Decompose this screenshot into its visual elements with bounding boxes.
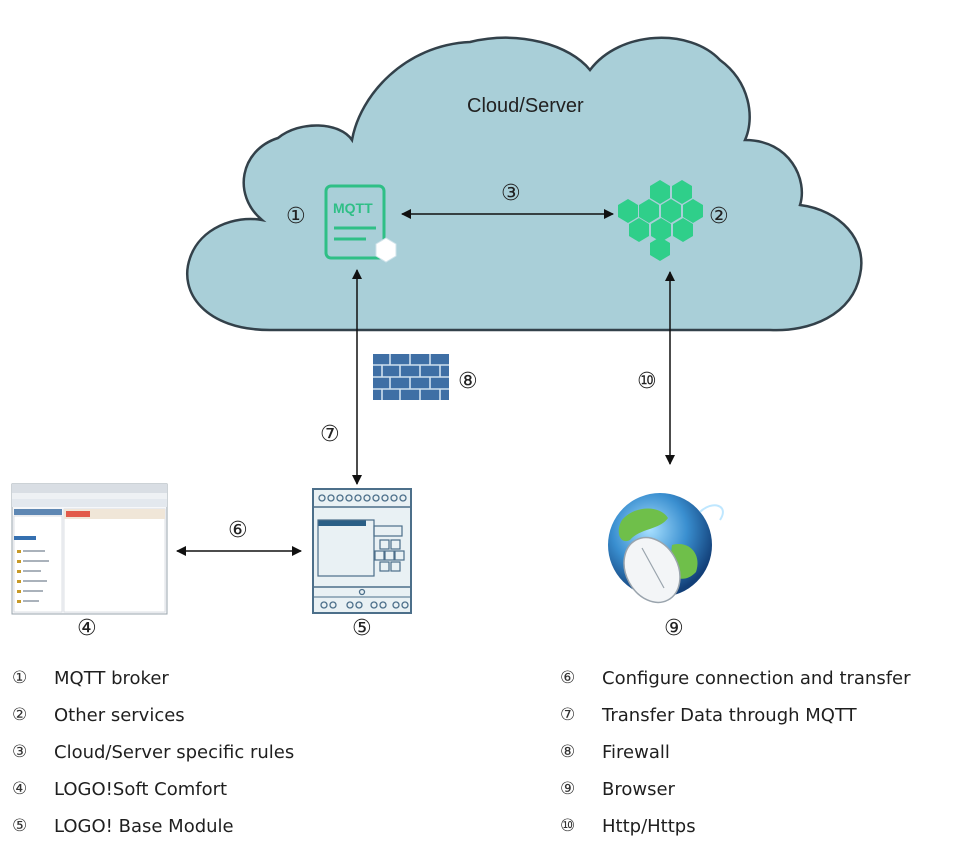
legend-item: ⑥ Configure connection and transfer: [560, 660, 911, 697]
legend-item: ⑤ LOGO! Base Module: [12, 808, 294, 845]
legend-number: ⑩: [560, 816, 576, 836]
legend-number: ⑧: [560, 742, 576, 762]
legend-number: ④: [12, 779, 28, 799]
callout-3: ③: [501, 181, 521, 206]
legend-item: ⑦ Transfer Data through MQTT: [560, 697, 911, 734]
architecture-diagram: Cloud/Server MQTT: [11, 36, 863, 640]
legend-right: ⑥ Configure connection and transfer ⑦ Tr…: [560, 660, 911, 845]
cloud-label: Cloud/Server: [467, 95, 584, 117]
legend-item: ⑨ Browser: [560, 771, 911, 808]
browser-globe-icon: [608, 493, 724, 604]
callout-7: ⑦: [320, 422, 340, 447]
legend-text: LOGO! Base Module: [54, 816, 234, 837]
legend-text: Http/Https: [602, 816, 696, 837]
legend-item: ⑧ Firewall: [560, 734, 911, 771]
legend-text: Other services: [54, 705, 185, 726]
legend-item: ③ Cloud/Server specific rules: [12, 734, 294, 771]
legend-number: ⑥: [560, 668, 576, 688]
legend-text: Configure connection and transfer: [602, 668, 911, 689]
callout-8: ⑧: [458, 369, 478, 394]
legend-text: Transfer Data through MQTT: [602, 705, 857, 726]
callout-9: ⑨: [664, 616, 684, 640]
legend-number: ⑤: [12, 816, 28, 836]
legend-number: ⑦: [560, 705, 576, 725]
legend-number: ①: [12, 668, 28, 688]
legend-text: MQTT broker: [54, 668, 169, 689]
callout-10: ⑩: [637, 369, 657, 394]
legend-text: Browser: [602, 779, 675, 800]
legend-text: Firewall: [602, 742, 670, 763]
mqtt-label: MQTT: [333, 200, 373, 216]
logo-base-module-icon: [312, 488, 412, 614]
legend-text: LOGO!Soft Comfort: [54, 779, 228, 800]
legend-item: ② Other services: [12, 697, 294, 734]
logo-soft-comfort-window: [11, 483, 168, 615]
legend-number: ③: [12, 742, 28, 762]
legend-number: ⑨: [560, 779, 576, 799]
legend-number: ②: [12, 705, 28, 725]
callout-2: ②: [709, 204, 729, 229]
legend-item: ⑩ Http/Https: [560, 808, 911, 845]
callout-4: ④: [77, 616, 97, 640]
legend-left: ① MQTT broker ② Other services ③ Cloud/S…: [12, 660, 294, 845]
legend-item: ④ LOGO!Soft Comfort: [12, 771, 294, 808]
legend-text: Cloud/Server specific rules: [54, 742, 295, 763]
legend-item: ① MQTT broker: [12, 660, 294, 697]
callout-5: ⑤: [352, 616, 372, 640]
firewall-icon: [373, 354, 449, 400]
services-hex-icon: [618, 180, 703, 261]
callout-6: ⑥: [228, 518, 248, 543]
mqtt-broker-icon: MQTT: [324, 184, 397, 263]
callout-1: ①: [286, 204, 306, 229]
cloud-shape: [185, 36, 863, 332]
